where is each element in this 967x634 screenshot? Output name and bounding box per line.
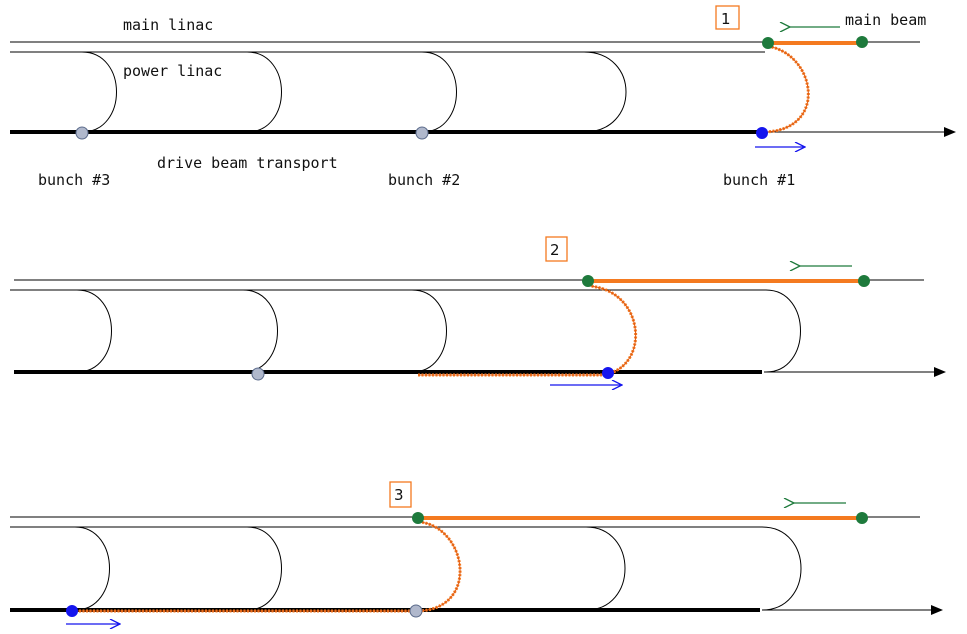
bunch-2-label: bunch #2 (388, 171, 460, 189)
main-beam-bunch (582, 275, 594, 287)
stage-3: 3 (10, 481, 943, 624)
transfer-loop (765, 289, 801, 373)
transfer-loop (246, 526, 282, 611)
main-beam-bunch (858, 275, 870, 287)
transfer-loop (411, 289, 447, 373)
stage-number-box (545, 236, 568, 262)
main-beam-bunch (762, 37, 774, 49)
power-linac-label: power linac (123, 62, 222, 80)
stage-number-box (389, 481, 412, 508)
stage-number: 2 (550, 241, 560, 259)
rf-pulse-wave (72, 521, 461, 612)
main-beam-bunch (412, 512, 424, 524)
transfer-loop (421, 51, 457, 133)
drive-bunch-3 (75, 126, 89, 140)
stage-number-box (715, 5, 740, 30)
bunch-1-label: bunch #1 (723, 171, 795, 189)
transfer-loop (81, 51, 117, 133)
rf-pulse-wave (418, 285, 636, 376)
transfer-loop (761, 526, 802, 611)
stage-number: 1 (721, 10, 731, 28)
stage-1: 1 main linac main beam power linac drive… (10, 5, 956, 189)
drive-beam-transport-label: drive beam transport (157, 154, 338, 172)
transfer-loop (242, 289, 278, 373)
rf-pulse-wave (418, 284, 637, 377)
rf-pulse-wave (72, 520, 462, 613)
rf-pulse-wave (761, 45, 809, 133)
main-linac-label: main linac (123, 16, 213, 34)
transfer-loop (585, 526, 626, 611)
drive-bunch-1 (756, 127, 768, 139)
drive-bunch-3 (66, 605, 78, 617)
transfer-loop (74, 526, 110, 611)
rf-pulse-wave (761, 44, 810, 134)
drive-bunch-2 (409, 604, 423, 618)
bunch-3-label: bunch #3 (38, 171, 110, 189)
drive-bunch-2 (602, 367, 614, 379)
stage-number: 3 (394, 486, 404, 504)
transfer-loop (76, 289, 112, 373)
drive-bunch-3 (251, 367, 265, 381)
stage-2: 2 (10, 236, 946, 385)
transfer-loop (246, 51, 282, 133)
transfer-loop (583, 51, 627, 133)
main-beam-bunch (856, 36, 868, 48)
drive-bunch-2 (415, 126, 429, 140)
main-beam-label: main beam (845, 11, 926, 29)
main-beam-bunch (856, 512, 868, 524)
